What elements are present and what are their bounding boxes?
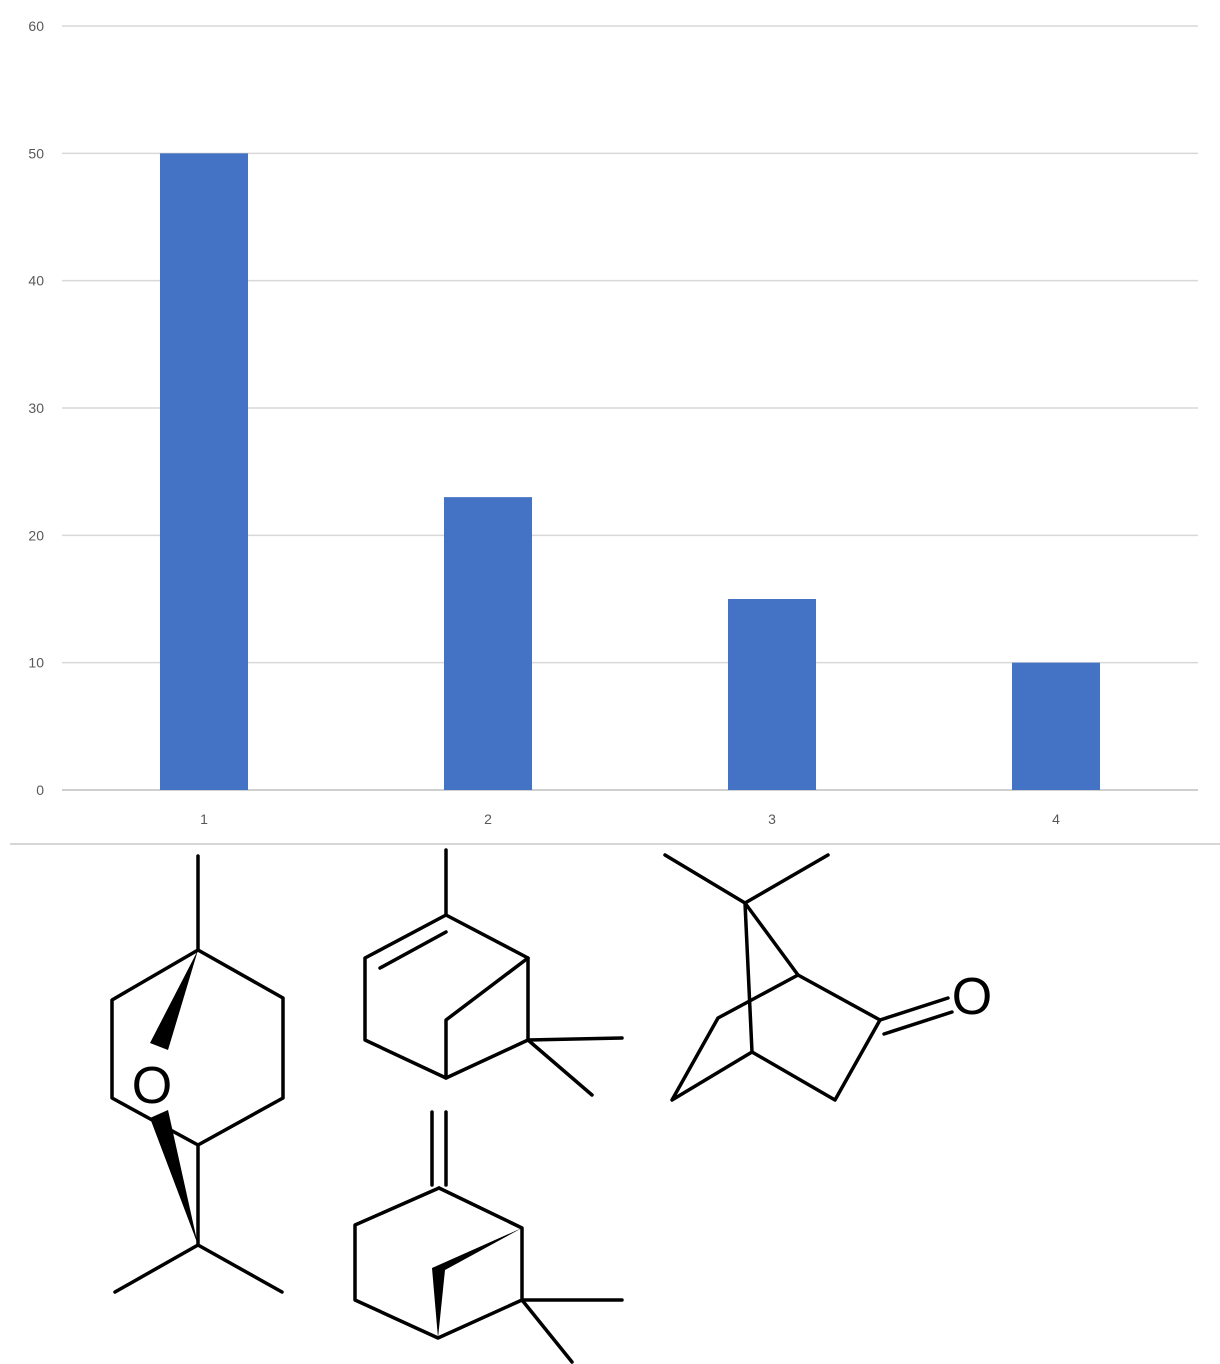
y-tick-label: 60 bbox=[28, 18, 44, 34]
x-tick-label: 3 bbox=[768, 811, 776, 827]
molecule-3-structure: O bbox=[663, 853, 992, 1102]
wedge-bond bbox=[150, 950, 198, 1050]
bar bbox=[443, 497, 533, 790]
bar bbox=[159, 153, 249, 791]
bars bbox=[159, 153, 1101, 791]
y-tick-label: 40 bbox=[28, 273, 44, 289]
y-tick-label: 0 bbox=[36, 782, 44, 798]
y-tick-label: 30 bbox=[28, 400, 44, 416]
x-axis-ticks: 1 2 3 4 bbox=[200, 811, 1060, 827]
bar-chart: 0 10 20 30 40 50 60 1 2 3 4 bbox=[10, 18, 1220, 845]
x-tick-label: 4 bbox=[1052, 811, 1060, 827]
y-axis-ticks: 0 10 20 30 40 50 60 bbox=[28, 18, 44, 798]
molecule-1-structure: O bbox=[110, 854, 285, 1294]
wedge-bond bbox=[432, 1228, 522, 1338]
bar bbox=[1011, 662, 1101, 790]
x-tick-label: 1 bbox=[200, 811, 208, 827]
y-tick-label: 10 bbox=[28, 655, 44, 671]
bar bbox=[727, 599, 817, 790]
y-tick-label: 50 bbox=[28, 145, 44, 161]
wedge-bond bbox=[150, 1110, 198, 1245]
oxygen-atom-label: O bbox=[132, 1057, 172, 1115]
y-tick-label: 20 bbox=[28, 527, 44, 543]
molecule-4-structure bbox=[353, 1110, 624, 1364]
molecule-2-structure bbox=[363, 848, 624, 1097]
grid-lines bbox=[62, 25, 1198, 791]
x-tick-label: 2 bbox=[484, 811, 492, 827]
oxygen-atom-label: O bbox=[952, 968, 992, 1026]
